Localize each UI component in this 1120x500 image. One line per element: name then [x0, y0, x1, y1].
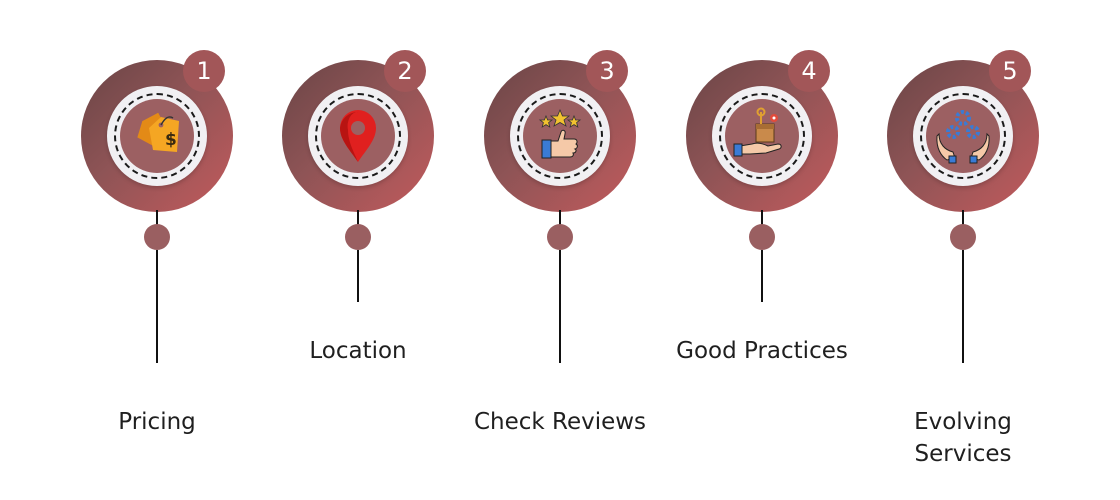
price-tag-icon: $ — [137, 112, 179, 152]
step-1-number-badge: 1 — [183, 50, 225, 92]
step-3-dashed-circle — [517, 93, 603, 179]
step-1-connector-bottom — [156, 250, 158, 363]
step-5-label: Evolving Services — [914, 409, 1012, 467]
step-2-dashed-circle — [315, 93, 401, 179]
step-1-connector-top — [156, 210, 158, 228]
svg-text:$: $ — [165, 130, 177, 150]
hands-gears-icon — [936, 110, 990, 164]
step-3-label: Check Reviews — [473, 409, 647, 435]
step-4-node — [749, 224, 775, 250]
step-5-node — [950, 224, 976, 250]
thumbs-up-stars-icon — [538, 108, 582, 159]
location-pin-icon — [340, 110, 376, 162]
step-1-label: Pricing — [118, 409, 196, 435]
step-1-dashed-circle — [114, 93, 200, 179]
step-2-connector-top — [357, 210, 359, 228]
step-4-number-badge: 4 — [788, 50, 830, 92]
step-4: 4 Good Practices — [662, 0, 862, 500]
step-4-dashed-circle — [719, 93, 805, 179]
hand-tools-box-icon — [733, 107, 782, 157]
step-3-node — [547, 224, 573, 250]
step-1: $ 1 Pricing — [57, 0, 257, 500]
step-5: 5 Evolving Services — [863, 0, 1063, 500]
step-5-connector-top — [962, 210, 964, 228]
step-2: 2 Location — [258, 0, 458, 500]
step-5-connector-bottom — [962, 250, 964, 363]
step-4-connector-bottom — [761, 250, 763, 302]
step-1-node — [144, 224, 170, 250]
step-2-node — [345, 224, 371, 250]
step-3-connector-bottom — [559, 250, 561, 363]
step-4-connector-top — [761, 210, 763, 228]
step-3-number-badge: 3 — [586, 50, 628, 92]
step-5-number-badge: 5 — [989, 50, 1031, 92]
step-5-dashed-circle — [920, 93, 1006, 179]
step-2-label: Location — [309, 338, 407, 364]
step-3-connector-top — [559, 210, 561, 228]
step-4-label: Good Practices — [676, 338, 848, 364]
step-2-number-badge: 2 — [384, 50, 426, 92]
step-3: 3 Check Reviews — [460, 0, 660, 500]
step-2-connector-bottom — [357, 250, 359, 302]
